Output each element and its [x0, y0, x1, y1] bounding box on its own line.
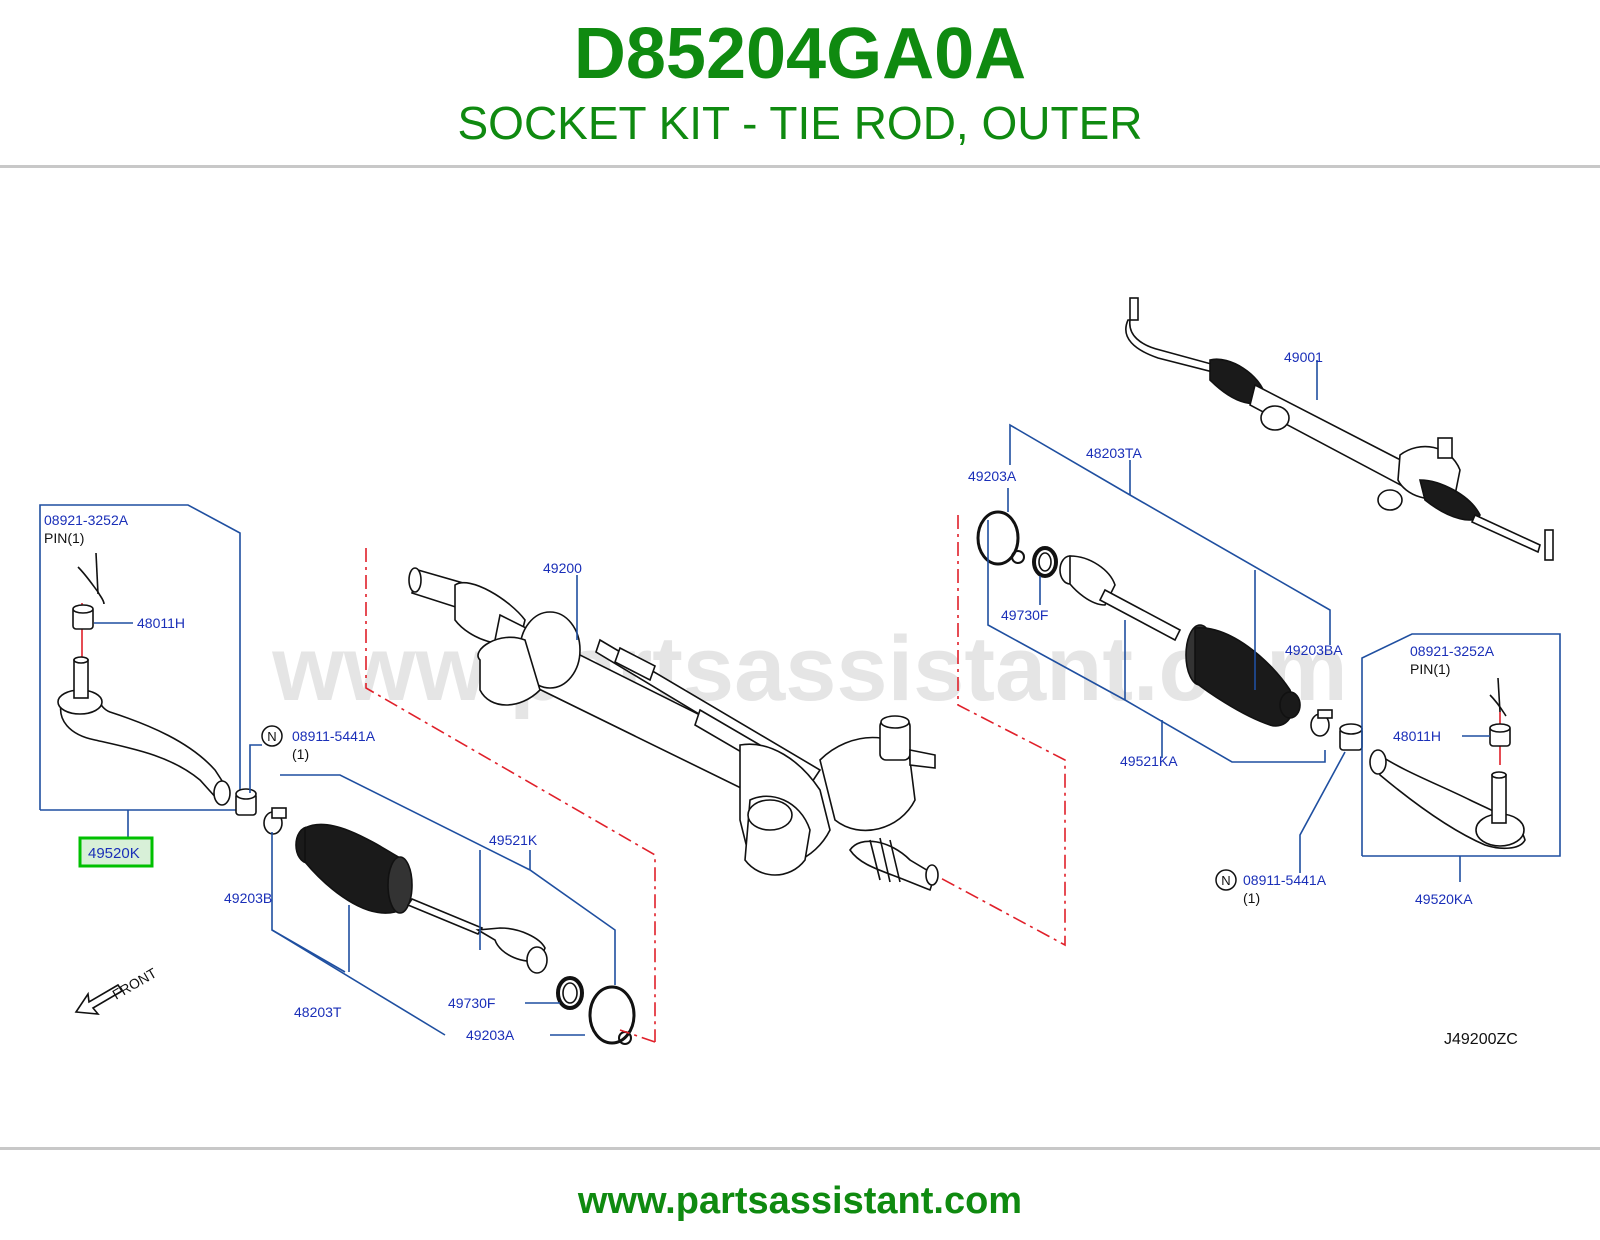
callout-49200: 49200 — [543, 560, 582, 576]
n-marker-right: N — [1215, 869, 1237, 891]
inner-tie-rod-icon — [406, 898, 548, 974]
callout-49001: 49001 — [1284, 349, 1323, 365]
seal-ring-right-icon — [1032, 546, 1058, 578]
callout-49521k: 49521K — [489, 832, 538, 848]
callout-08921-3252a-left: 08921-3252A — [44, 512, 129, 528]
callout-08921-3252a-right: 08921-3252A — [1410, 643, 1495, 659]
steering-rack-icon — [408, 567, 939, 892]
o-ring-icon — [588, 985, 636, 1045]
callout-08911-5441a-right: 08911-5441A — [1243, 872, 1327, 888]
callout-qty-left: (1) — [292, 746, 309, 762]
callout-08911-5441a-left: 08911-5441A — [292, 728, 376, 744]
callout-49520k: 49520K — [88, 845, 140, 862]
callout-48203t: 48203T — [294, 1004, 342, 1020]
callout-pin-left: PIN(1) — [44, 530, 84, 546]
callout-pin-right: PIN(1) — [1410, 661, 1450, 677]
o-ring-right-icon — [976, 510, 1025, 566]
callout-48011h-right: 48011H — [1393, 728, 1441, 744]
cotter-pin-right-icon — [1489, 677, 1507, 717]
phantom-box-left — [365, 548, 656, 1042]
right-kit-bracket — [1361, 633, 1561, 857]
callout-49203b: 49203B — [224, 890, 272, 906]
left-kit-bracket — [39, 504, 241, 811]
page-header: D85204GA0A SOCKET KIT - TIE ROD, OUTER — [0, 0, 1600, 168]
svg-text:N: N — [267, 729, 276, 744]
lock-nut-right-icon — [1339, 723, 1363, 751]
castle-nut-icon — [72, 604, 94, 630]
callout-qty-right: (1) — [1243, 890, 1260, 906]
svg-text:N: N — [1221, 873, 1230, 888]
left-boot-icon — [295, 823, 413, 914]
callout-49203a-right: 49203A — [968, 468, 1017, 484]
callout-49520ka: 49520KA — [1415, 891, 1473, 907]
steering-gear-assembly-icon — [1125, 297, 1554, 561]
callout-49521ka: 49521KA — [1120, 753, 1178, 769]
n-marker-left: N — [261, 725, 283, 747]
callout-49730f-left: 49730F — [448, 995, 495, 1011]
seal-ring-icon — [556, 976, 584, 1010]
castle-nut-right-icon — [1489, 723, 1511, 747]
watermark: www.partsassistant.com — [271, 618, 1347, 720]
diagram-code: J49200ZC — [1444, 1031, 1518, 1048]
front-label: FRONT — [110, 964, 160, 1002]
callout-49203a-left: 49203A — [466, 1027, 515, 1043]
callout-49730f-right: 49730F — [1001, 607, 1048, 623]
inner-tie-rod-right-icon — [1059, 555, 1182, 642]
outer-tie-rod-end-right-icon — [1369, 749, 1526, 850]
cotter-pin-icon — [77, 552, 105, 605]
clamp-icon — [263, 807, 287, 835]
right-boot-icon — [1185, 624, 1301, 727]
part-description: SOCKET KIT - TIE ROD, OUTER — [457, 97, 1143, 149]
outer-tie-rod-end-icon — [57, 656, 231, 806]
footer-divider — [0, 1147, 1600, 1150]
callout-48203ta: 48203TA — [1086, 445, 1142, 461]
footer-url[interactable]: www.partsassistant.com — [577, 1180, 1023, 1222]
front-arrow-icon — [74, 983, 124, 1015]
callout-48011h-left: 48011H — [137, 615, 185, 631]
callout-labels: 08921-3252A PIN(1) 48011H 49520K 08911-5… — [44, 349, 1495, 1043]
clamp-right-icon — [1310, 709, 1333, 737]
header-divider — [0, 165, 1600, 168]
callout-49203ba: 49203BA — [1285, 642, 1343, 658]
phantom-box-right — [934, 515, 1066, 947]
part-number-title: D85204GA0A — [573, 14, 1027, 94]
lock-nut-icon — [235, 788, 257, 816]
highlight-box-49520k — [78, 836, 154, 868]
